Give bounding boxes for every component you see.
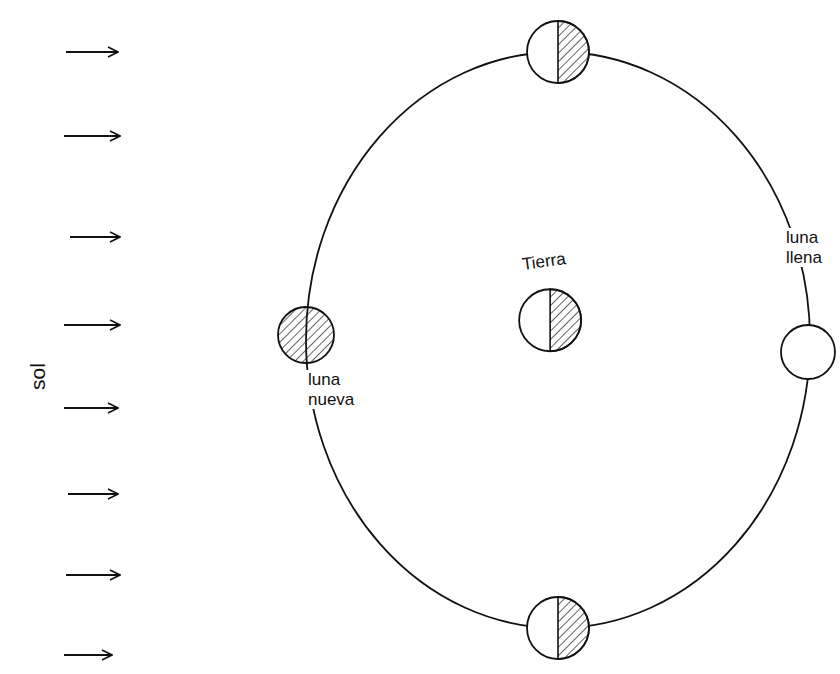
new-moon-circle	[278, 307, 334, 363]
sunlight-arrow	[64, 324, 120, 326]
full-moon-label: luna llena	[784, 228, 838, 267]
sunlight-arrows	[64, 52, 120, 655]
sunlight-arrow	[64, 135, 120, 137]
sunlight-arrow	[64, 407, 118, 409]
new-moon-node: luna nueva	[275, 304, 365, 412]
new-moon-label: luna nueva	[306, 370, 362, 409]
sunlight-arrow	[64, 654, 112, 656]
earth-node: Tierra	[516, 246, 584, 354]
moon-orbit	[306, 52, 810, 628]
sun-label: sol	[27, 361, 48, 392]
sunlight-arrow	[70, 236, 120, 238]
full-moon-circle	[781, 325, 835, 379]
sunlight-arrow	[66, 51, 118, 53]
quarter-moon	[527, 597, 589, 659]
earth-shadow	[550, 289, 581, 351]
earth-label: Tierra	[519, 249, 569, 275]
sunlight-arrow	[66, 574, 120, 576]
quarter-moon	[527, 21, 589, 83]
sunlight-arrow	[68, 493, 118, 495]
full-moon-node: luna llena	[778, 225, 840, 382]
earth-circle	[519, 289, 581, 351]
